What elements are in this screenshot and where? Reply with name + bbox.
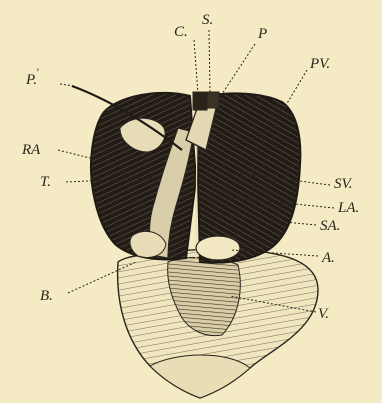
label-p: P — [257, 26, 267, 42]
vessel-stump-c — [193, 92, 207, 110]
label-b: B. — [40, 288, 53, 304]
label-sa: SA. — [320, 218, 340, 234]
label-p-prime-mark: ′ — [36, 65, 39, 79]
label-c: C. — [174, 24, 188, 40]
ventricle-rim — [150, 355, 250, 398]
label-v: V. — [318, 306, 329, 322]
label-sv: SV. — [334, 176, 353, 192]
label-a: A. — [321, 250, 335, 266]
vessel-stump-s — [207, 92, 219, 108]
label-pv: PV. — [309, 56, 330, 72]
label-t: T. — [40, 174, 51, 190]
label-ra: RA — [21, 142, 41, 158]
label-s: S. — [202, 12, 213, 28]
auriculo-ventricular-aperture — [196, 236, 240, 260]
label-la: LA. — [337, 200, 359, 216]
